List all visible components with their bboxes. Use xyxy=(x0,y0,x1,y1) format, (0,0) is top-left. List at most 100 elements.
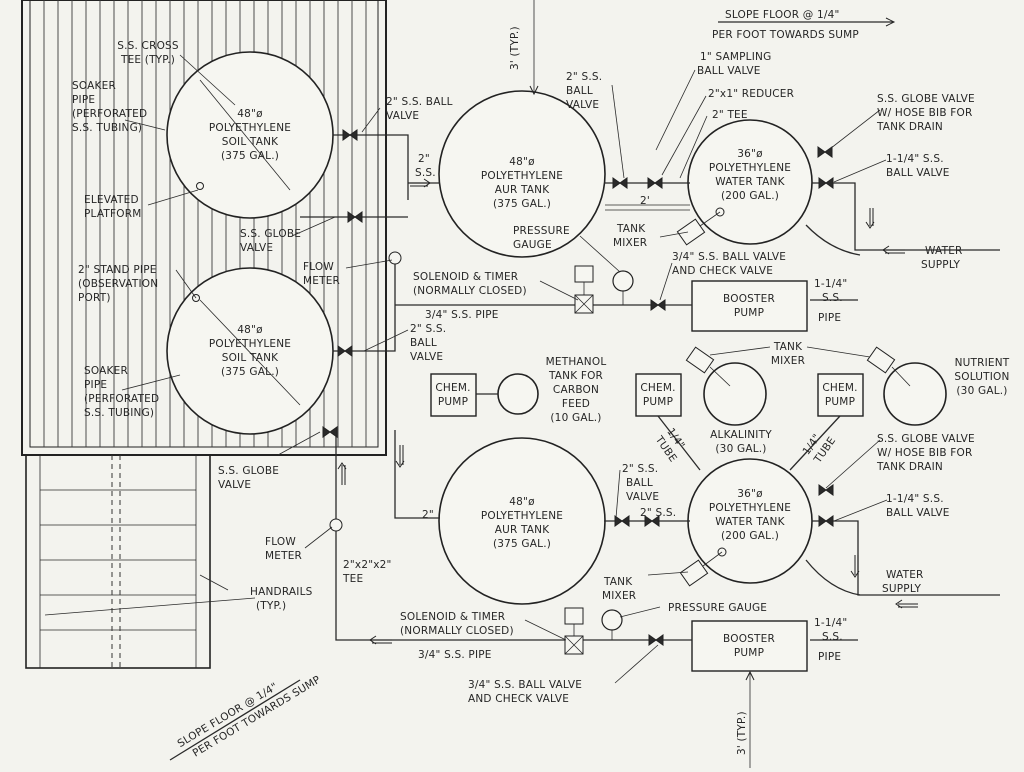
svg-text:S.S. TUBING): S.S. TUBING) xyxy=(84,407,154,419)
valve-symbol xyxy=(614,515,630,527)
svg-text:WATER TANK: WATER TANK xyxy=(715,516,785,528)
valve-symbol xyxy=(644,515,660,527)
svg-text:(375 GAL.): (375 GAL.) xyxy=(493,538,551,550)
svg-text:SOLENOID & TIMER: SOLENOID & TIMER xyxy=(413,271,518,283)
svg-text:PUMP: PUMP xyxy=(734,647,764,659)
stairs xyxy=(25,454,211,669)
booster-pump-1 xyxy=(691,280,808,332)
svg-text:36"ø: 36"ø xyxy=(737,148,763,160)
label-tank-mixer-2: TANK MIXER xyxy=(602,576,636,602)
svg-text:1-1/4": 1-1/4" xyxy=(814,617,847,629)
svg-text:POLYETHYLENE: POLYETHYLENE xyxy=(709,502,791,514)
flow-arrows xyxy=(337,178,918,645)
label-flow-meter-2: FLOW METER xyxy=(265,536,302,562)
svg-text:VALVE: VALVE xyxy=(218,479,251,491)
valve-symbol xyxy=(322,426,338,438)
label-handrails: HANDRAILS (TYP.) xyxy=(250,586,312,612)
svg-text:BALL: BALL xyxy=(626,477,653,489)
air-tank-1-label: 48"ø POLYETHYLENE AUR TANK (375 GAL.) xyxy=(481,156,563,210)
svg-text:BALL VALVE: BALL VALVE xyxy=(886,507,950,519)
svg-text:SOIL TANK: SOIL TANK xyxy=(222,136,279,148)
svg-text:1-1/4": 1-1/4" xyxy=(814,278,847,290)
slope-line-bottom xyxy=(169,679,301,761)
soil-tank-1 xyxy=(166,51,334,219)
valve-symbol xyxy=(818,177,834,189)
valve-symbol xyxy=(647,177,663,189)
svg-text:VALVE: VALVE xyxy=(386,110,419,122)
svg-text:(375 GAL.): (375 GAL.) xyxy=(493,198,551,210)
chem-pump-nutrient xyxy=(817,373,864,417)
svg-text:2" S.S. BALL: 2" S.S. BALL xyxy=(386,96,453,108)
label-2in-ss-b: 2" S.S. xyxy=(640,507,676,519)
svg-text:SOAKER: SOAKER xyxy=(84,365,128,377)
svg-text:PORT): PORT) xyxy=(78,292,111,304)
label-globe-hose-1: S.S. GLOBE VALVE W/ HOSE BIB FOR TANK DR… xyxy=(876,93,975,133)
label-ss-cross-tee: S.S. CROSS TEE (TYP.) xyxy=(117,40,178,66)
flow-meter-2 xyxy=(329,518,343,532)
label-pipe-34-1: 3/4" S.S. PIPE xyxy=(425,309,499,321)
valve-symbol xyxy=(818,484,834,496)
svg-text:VALVE: VALVE xyxy=(410,351,443,363)
tank-mixer-2 xyxy=(679,547,727,587)
svg-text:(TYP.): (TYP.) xyxy=(256,600,286,612)
svg-text:1" SAMPLING: 1" SAMPLING xyxy=(700,51,771,63)
tank-mixer-nutrient xyxy=(866,346,911,387)
water-tank-1-label: 36"ø POLYETHYLENE WATER TANK (200 GAL.) xyxy=(709,148,791,202)
soaker-pipe-2 xyxy=(199,299,301,406)
svg-text:BOOSTER: BOOSTER xyxy=(723,633,775,645)
svg-text:SOIL TANK: SOIL TANK xyxy=(222,352,279,364)
svg-text:SUPPLY: SUPPLY xyxy=(921,259,960,271)
svg-text:S.S. GLOBE VALVE: S.S. GLOBE VALVE xyxy=(877,93,975,105)
svg-text:METER: METER xyxy=(265,550,302,562)
soil-tank-1-label: 48"ø POLYETHYLENE SOIL TANK (375 GAL.) xyxy=(209,108,291,162)
svg-text:CHEM.: CHEM. xyxy=(822,382,857,394)
svg-text:SLOPE FLOOR @ 1/4": SLOPE FLOOR @ 1/4" xyxy=(725,9,840,21)
label-pipe-114-1: 1-1/4" S.S. PIPE xyxy=(814,278,847,324)
valves xyxy=(322,129,834,646)
valve-symbol xyxy=(648,634,664,646)
svg-text:TANK DRAIN: TANK DRAIN xyxy=(876,121,943,133)
svg-text:SOLUTION: SOLUTION xyxy=(954,371,1009,383)
svg-text:TANK: TANK xyxy=(773,341,803,353)
svg-text:(200 GAL.): (200 GAL.) xyxy=(721,190,779,202)
label-2in-ss: 2" S.S. xyxy=(415,153,436,179)
label-tank-mixer-3: TANK MIXER xyxy=(771,341,805,367)
svg-text:PIPE: PIPE xyxy=(72,94,95,106)
svg-text:PUMP: PUMP xyxy=(825,396,855,408)
label-soaker-pipe-1: SOAKER PIPE (PERFORATED S.S. TUBING) xyxy=(72,80,147,134)
label-ss-ball-valve-top: 2" S.S. BALL VALVE xyxy=(566,71,602,111)
label-ball-valve-114-2: 1-1/4" S.S. BALL VALVE xyxy=(886,493,950,519)
dim-top-label: 3' (TYP.) xyxy=(509,26,521,70)
svg-text:3/4" S.S. BALL VALVE: 3/4" S.S. BALL VALVE xyxy=(672,251,786,263)
svg-text:POLYETHYLENE: POLYETHYLENE xyxy=(209,122,291,134)
svg-text:2" S.S.: 2" S.S. xyxy=(622,463,658,475)
label-solenoid-2: SOLENOID & TIMER (NORMALLY CLOSED) xyxy=(400,611,514,637)
solenoid-valve-2 xyxy=(564,607,584,655)
svg-text:WATER: WATER xyxy=(925,245,963,257)
stand-pipe-1 xyxy=(196,182,204,190)
chem-pump-methanol xyxy=(430,373,477,417)
svg-text:PUMP: PUMP xyxy=(643,396,673,408)
svg-text:(30 GAL.): (30 GAL.) xyxy=(715,443,766,455)
soaker-pipe-1 xyxy=(199,79,291,191)
booster-pump-2-label: BOOSTER PUMP xyxy=(723,633,775,659)
svg-text:FEED: FEED xyxy=(562,398,590,410)
svg-text:BALL VALVE: BALL VALVE xyxy=(886,167,950,179)
svg-text:VALVE: VALVE xyxy=(240,242,273,254)
svg-text:S.S. GLOBE: S.S. GLOBE xyxy=(218,465,279,477)
chem-pump-alkalinity-label: CHEM. PUMP xyxy=(640,382,675,408)
dim-bottom-label: 3' (TYP.) xyxy=(736,711,748,755)
svg-text:PUMP: PUMP xyxy=(438,396,468,408)
label-ss-ball-valve-b: 2" S.S. BALL VALVE xyxy=(410,323,446,363)
svg-text:TEE: TEE xyxy=(342,573,363,585)
svg-text:AND CHECK VALVE: AND CHECK VALVE xyxy=(468,693,569,705)
svg-text:AUR TANK: AUR TANK xyxy=(495,184,551,196)
svg-text:PLATFORM: PLATFORM xyxy=(84,208,141,220)
water-tank-2-label: 36"ø POLYETHYLENE WATER TANK (200 GAL.) xyxy=(709,488,791,542)
label-sampling-valve: 1" SAMPLING BALL VALVE xyxy=(697,51,771,77)
svg-text:ELEVATED: ELEVATED xyxy=(84,194,139,206)
svg-text:TANK FOR: TANK FOR xyxy=(548,370,603,382)
svg-text:S.S. GLOBE VALVE: S.S. GLOBE VALVE xyxy=(877,433,975,445)
